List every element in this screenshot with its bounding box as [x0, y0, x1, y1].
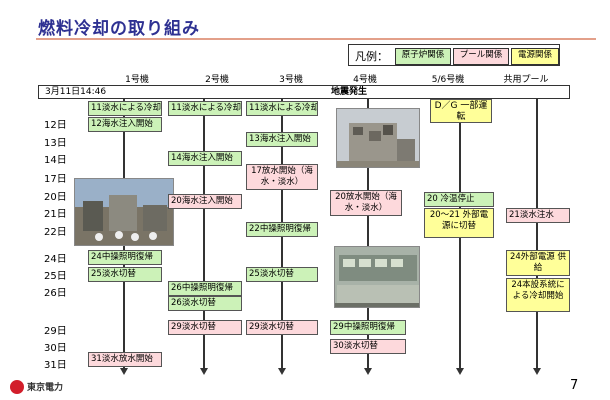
unit4-building-photo — [336, 108, 420, 168]
event-unit3-fresh-cooling: 11淡水による冷却 — [246, 101, 318, 116]
event-unit2-seawater: 14海水注入開始 — [168, 151, 242, 166]
earthquake-time: 3月11日14:46 — [45, 87, 107, 97]
event-pool-external-power: 24外部電源 供給 — [506, 250, 570, 276]
date-label: 13日 — [44, 138, 67, 149]
column-unit56: 5/6号機 — [431, 75, 465, 85]
event-unit2-lighting: 26中操照明復帰 — [168, 281, 242, 296]
column-common-pool: 共用プール — [503, 75, 549, 85]
control-room-photo — [334, 246, 420, 308]
column-unit1: 1号機 — [125, 75, 149, 85]
page-title: 燃料冷却の取り組み — [38, 19, 200, 39]
event-unit2-freshwater-switch: 26淡水切替 — [168, 296, 242, 311]
event-unit4-spray: 20放水開始（海水・淡水） — [330, 190, 402, 216]
event-unit4-pool-freshwater: 30淡水切替 — [330, 339, 406, 354]
date-label: 25日 — [44, 271, 67, 282]
arrow-down-icon — [200, 368, 208, 375]
event-pool-freshwater: 21淡水注水 — [506, 208, 570, 223]
page-number: 7 — [570, 378, 579, 393]
timeline-unit2 — [203, 86, 205, 368]
event-unit3-pool-freshwater: 29淡水切替 — [246, 320, 318, 335]
title-divider — [36, 38, 596, 40]
company-name: 東京電力 — [27, 383, 64, 393]
timeline-unit4 — [367, 86, 369, 368]
event-unit2-pool-seawater: 20海水注入開始 — [168, 194, 242, 209]
column-unit2: 2号機 — [205, 75, 229, 85]
tepco-logo-icon — [10, 380, 24, 394]
event-unit3-seawater: 13海水注入開始 — [246, 132, 318, 147]
event-unit1-fresh-cooling: 11淡水による冷却 — [88, 101, 162, 116]
date-label: 17日 — [44, 174, 67, 185]
date-label: 29日 — [44, 326, 67, 337]
date-label: 20日 — [44, 192, 67, 203]
legend-power: 電源関係 — [511, 48, 559, 65]
legend: 凡例： 原子炉関係 プール関係 電源関係 — [348, 44, 560, 66]
timeline-common-pool — [536, 86, 538, 368]
event-unit1-freshwater-switch: 25淡水切替 — [88, 267, 162, 282]
date-label: 21日 — [44, 209, 67, 220]
arrow-down-icon — [278, 368, 286, 375]
legend-reactor: 原子炉関係 — [395, 48, 451, 65]
date-label: 31日 — [44, 360, 67, 371]
date-label: 30日 — [44, 343, 67, 354]
arrow-down-icon — [533, 368, 541, 375]
event-unit2-pool-freshwater: 29淡水切替 — [168, 320, 242, 335]
event-unit1-seawater: 12海水注入開始 — [88, 117, 162, 132]
event-pool-permanent-cooling: 24本設系統による冷却開始 — [506, 278, 570, 312]
legend-label: 凡例： — [355, 50, 388, 63]
event-unit3-spray: 17放水開始（海水・淡水） — [246, 164, 318, 190]
date-label: 22日 — [44, 227, 67, 238]
event-unit56-external-power: 20～21 外部電源に切替 — [424, 208, 494, 238]
arrow-down-icon — [456, 368, 464, 375]
event-unit1-lighting: 24中操照明復帰 — [88, 250, 162, 265]
arrow-down-icon — [120, 368, 128, 375]
column-unit3: 3号機 — [279, 75, 303, 85]
event-unit2-fresh-cooling: 11淡水による冷却 — [168, 101, 242, 116]
earthquake-banner: 3月11日14:46 地震発生 — [38, 85, 570, 99]
column-unit4: 4号機 — [353, 75, 377, 85]
date-label: 26日 — [44, 288, 67, 299]
event-unit1-fresh-release: 31淡水放水開始 — [88, 352, 162, 367]
arrow-down-icon — [364, 368, 372, 375]
event-unit4-lighting: 29中操照明復帰 — [330, 320, 406, 335]
date-label: 12日 — [44, 120, 67, 131]
date-label: 24日 — [44, 254, 67, 265]
event-unit56-cold-shutdown: 20 冷温停止 — [424, 192, 494, 207]
legend-pool: プール関係 — [453, 48, 509, 65]
event-unit3-freshwater-switch: 25淡水切替 — [246, 267, 318, 282]
earthquake-label: 地震発生 — [331, 87, 368, 97]
date-label: 14日 — [44, 155, 67, 166]
event-unit56-dg: D／G 一部運転 — [430, 99, 492, 123]
event-unit3-lighting: 22中操照明復帰 — [246, 222, 318, 237]
unit1-site-photo — [74, 178, 174, 246]
